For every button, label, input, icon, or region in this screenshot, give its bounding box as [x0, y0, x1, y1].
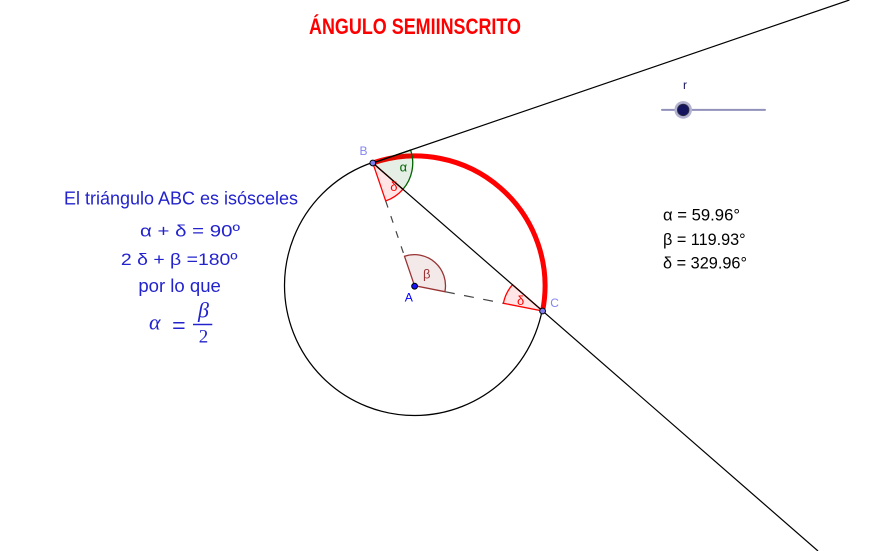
svg-text:2 δ + β =180º: 2 δ + β =180º: [121, 250, 238, 269]
svg-text:A: A: [405, 290, 414, 304]
svg-text:β: β: [197, 298, 209, 323]
svg-text:α = 59.96°: α = 59.96°: [663, 206, 740, 224]
svg-text:α: α: [149, 309, 161, 334]
svg-text:δ = 329.96°: δ = 329.96°: [663, 254, 747, 272]
svg-text:α + δ = 90º: α + δ = 90º: [140, 222, 240, 241]
svg-text:α: α: [400, 160, 408, 175]
svg-text:2: 2: [199, 327, 209, 348]
svg-text:δ: δ: [517, 293, 524, 308]
svg-text:ÁNGULO SEMIINSCRITO: ÁNGULO SEMIINSCRITO: [309, 14, 521, 39]
svg-text:=: =: [172, 315, 186, 338]
svg-text:B: B: [360, 144, 368, 158]
svg-text:δ: δ: [390, 179, 397, 194]
svg-text:r: r: [683, 78, 687, 92]
svg-text:El triángulo ABC es isósceles: El triángulo ABC es isósceles: [64, 188, 298, 208]
svg-text:C: C: [550, 296, 559, 310]
svg-text:β: β: [423, 267, 430, 282]
svg-text:β = 119.93°: β = 119.93°: [663, 231, 746, 249]
svg-text:por lo que: por lo que: [138, 276, 221, 296]
